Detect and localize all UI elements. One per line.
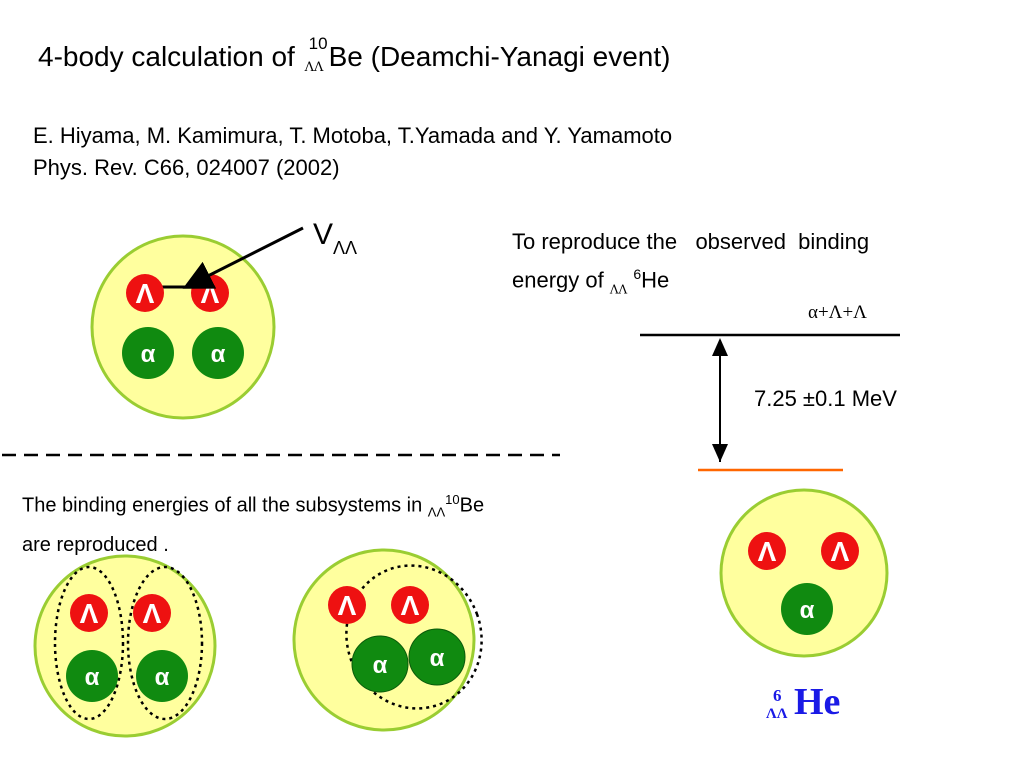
interaction-arrow [182,226,304,289]
interaction-label-main: V [313,218,334,251]
title-hyper-subscript: ΛΛ [304,60,324,75]
reproduce-line2-prefix: energy of [512,267,604,293]
lambda-symbol: Λ [401,590,420,621]
alpha-symbol: α [211,341,226,368]
alpha-particle [66,650,118,702]
title-nuclide-index: 10 ΛΛ [303,34,329,75]
subsystem-boundary [53,565,125,721]
alpha-symbol: α [800,597,815,624]
lambda-particle [391,586,429,624]
lambda-particle [821,532,859,570]
reference-authors: E. Hiyama, M. Kamimura, T. Motoba, T.Yam… [33,123,673,148]
reproduce-line2-sup: 6 [633,266,642,282]
alpha-particle [351,635,409,693]
alpha-particle [136,650,188,702]
alpha-particle [122,327,174,379]
reproduce-line2-sub: ΛΛ [609,282,628,297]
be10-nucleus: Λ Λ α α [90,234,276,420]
alpha-symbol: α [373,652,388,679]
alpha-symbol: α [155,664,170,691]
reproduce-line1: To reproduce the observed binding [512,229,870,254]
alpha-particle [192,327,244,379]
lambda-symbol: Λ [201,278,220,309]
reproduce-line2: energy of ΛΛ 6He [512,258,869,305]
he6-mass-number: 6 [773,686,782,705]
title-prefix: 4-body calculation of [38,41,295,72]
threshold-label: α+Λ+Λ [808,302,867,323]
subsystem-nucleus-a: Λ Λ α α [33,554,217,738]
subsystem-boundary [345,564,483,710]
he6-label: 6 ΛΛ He [764,680,840,724]
alpha-symbol: α [85,664,100,691]
subsystems-line1-prefix: The binding energies of all the subsyste… [22,494,423,517]
subsystems-line1: The binding energies of all the subsyste… [22,484,484,529]
subsystems-text: The binding energies of all the subsyste… [22,484,484,561]
subsystems-line1-sup: 10 [445,492,460,507]
he6-nucleus: Λ Λ α [719,488,889,658]
interaction-label-sub: ΛΛ [333,238,358,258]
alpha-particle [781,583,833,635]
lambda-symbol: Λ [338,590,357,621]
lambda-particle [70,594,108,632]
page-title: 4-body calculation of 10 ΛΛ Be (Deamchi-… [38,34,671,75]
he6-hyper-subscript: ΛΛ [766,706,788,722]
subsystem-boundary [126,565,204,721]
title-rest: Be (Deamchi-Yanagi event) [328,41,671,72]
interaction-label: VΛΛ [313,218,357,259]
reference-block: E. Hiyama, M. Kamimura, T. Motoba, T.Yam… [33,120,672,184]
reference-journal: Phys. Rev. C66, 024007 (2002) [33,155,340,180]
alpha-particle [408,628,466,686]
lambda-particle [133,594,171,632]
be10-nucleus-shell [90,234,276,420]
lambda-symbol: Λ [143,598,162,629]
subsystems-line1-sub: ΛΛ [427,504,446,520]
lambda-symbol: Λ [80,598,99,629]
subsystem-nucleus-b: Λ Λ α α [292,548,483,732]
lambda-symbol: Λ [136,278,155,309]
alpha-symbol: α [430,645,445,672]
lambda-particle [328,586,366,624]
alpha-symbol: α [141,341,156,368]
lambda-symbol: Λ [831,536,850,567]
binding-energy-label: 7.25 ±0.1 MeV [754,386,897,411]
he6-symbol: He [794,681,841,723]
title-mass-number: 10 [308,34,328,53]
reproduce-text: To reproduce the observed binding energy… [512,226,869,305]
subsystems-line2: are reproduced . [22,533,169,556]
lambda-particle [748,532,786,570]
lambda-particle [126,274,164,312]
he6-nucleus-shell [719,488,889,658]
he6-label-index: 6 ΛΛ [764,686,794,724]
reproduce-line2-rest: He [641,267,670,293]
subsystems-line1-rest: Be [459,494,485,517]
lambda-symbol: Λ [758,536,777,567]
